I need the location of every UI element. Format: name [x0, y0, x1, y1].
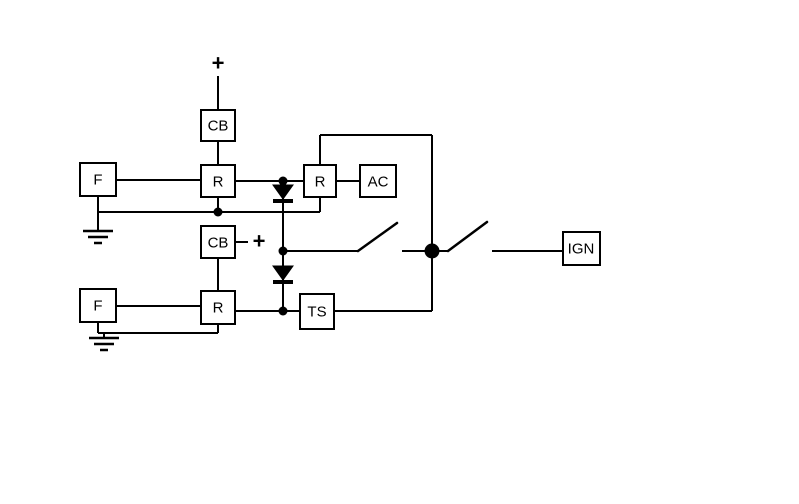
- relay-right-label: R: [315, 174, 326, 191]
- diode-down-icon-1: [272, 184, 294, 203]
- ign-box: [562, 231, 601, 266]
- relay-bottom-label: R: [213, 300, 224, 317]
- diode-down-icon-2: [272, 265, 294, 284]
- diode-1-triangle: [272, 184, 294, 200]
- earth-ground-icon-2: [89, 336, 119, 352]
- relay-top-label: R: [213, 174, 224, 191]
- fuse-top-box: [79, 162, 117, 197]
- ac-label: AC: [368, 174, 389, 191]
- ts-label: TS: [307, 304, 326, 321]
- diode-2-triangle: [272, 265, 294, 281]
- junction-dot-diode-top: [278, 176, 288, 186]
- cb-mid-box: [200, 225, 236, 259]
- ign-label: IGN: [568, 241, 595, 258]
- junction-dots: [213, 176, 440, 316]
- earth-ground-icon-1: [83, 229, 113, 245]
- ts-box: [299, 293, 335, 330]
- cb-top-component: CB: [200, 109, 236, 142]
- cb-mid-component: CB: [200, 225, 236, 259]
- fuse-top-component: F: [79, 162, 117, 197]
- relay-right-component: R: [303, 164, 337, 198]
- cb-mid-label: CB: [208, 235, 229, 252]
- fuse-bottom-box: [79, 288, 117, 323]
- junction-dot-ground-bus: [213, 207, 223, 217]
- relay-bottom-component: R: [200, 290, 236, 325]
- battery-plus-top: +: [212, 51, 225, 76]
- ac-component: AC: [359, 164, 397, 198]
- cb-top-label: CB: [208, 118, 229, 135]
- spst-switch-icon-1: [356, 221, 399, 253]
- junction-dot-main: [424, 243, 440, 259]
- ts-component: TS: [299, 293, 335, 330]
- fuse-bottom-component: F: [79, 288, 117, 323]
- relay-top-component: R: [200, 164, 236, 198]
- relay-right-box: [303, 164, 337, 198]
- junction-dot-switch-feed: [278, 246, 288, 256]
- wires: [97, 76, 563, 338]
- ac-box: [359, 164, 397, 198]
- relay-bottom-box: [200, 290, 236, 325]
- relay-top-box: [200, 164, 236, 198]
- junction-dot-ts: [278, 306, 288, 316]
- ign-component: IGN: [562, 231, 601, 266]
- fuse-top-label: F: [93, 172, 102, 189]
- spst-switch-icon-2: [446, 220, 489, 253]
- cb-top-box: [200, 109, 236, 142]
- fuse-bottom-label: F: [93, 298, 102, 315]
- battery-plus-mid: +: [253, 229, 266, 254]
